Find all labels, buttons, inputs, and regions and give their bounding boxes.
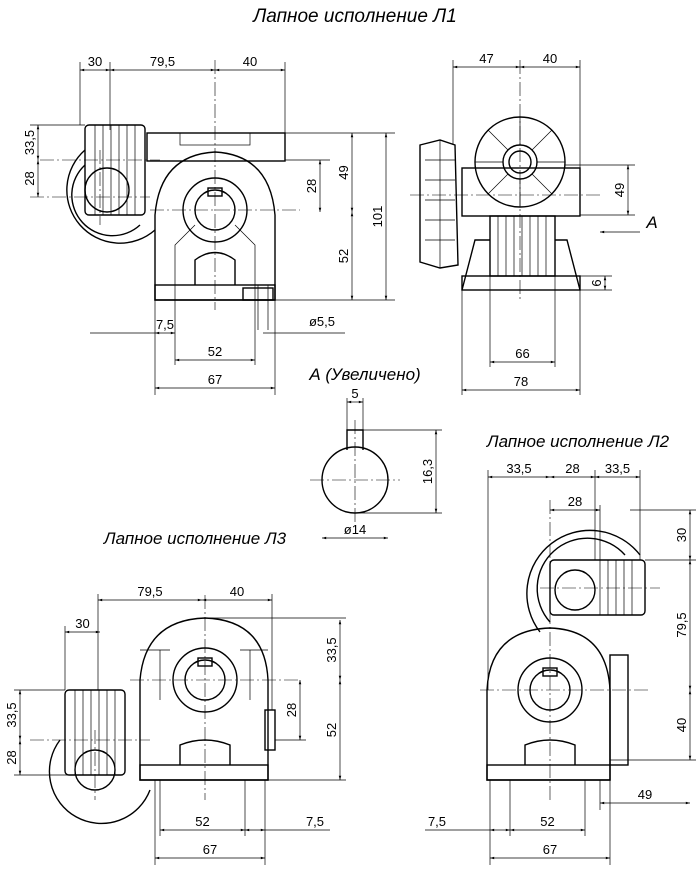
dimension-label-l2-d79_5: 79,5 bbox=[674, 612, 689, 637]
dimension-label-l3-d33_5_right: 33,5 bbox=[324, 637, 339, 662]
dimension-label-l1_front-d52_v: 52 bbox=[336, 249, 351, 263]
dimension-label-l1_side-d49: 49 bbox=[612, 183, 627, 197]
view-arrow-label: А bbox=[645, 213, 657, 232]
dimension-label-l1_side-d40: 40 bbox=[543, 51, 557, 66]
dimension-label-l2-d7_5: 7,5 bbox=[428, 814, 446, 829]
dimension-label-l3-d52_v: 52 bbox=[324, 723, 339, 737]
l1-side-view bbox=[410, 60, 640, 300]
dimension-label-l3-d40: 40 bbox=[230, 584, 244, 599]
dimension-label-l3-d28_right: 28 bbox=[284, 703, 299, 717]
dimension-label-l2-d33_5_a: 33,5 bbox=[506, 461, 531, 476]
dimension-label-l3-d28_left: 28 bbox=[4, 750, 19, 764]
dimension-label-l3-d67: 67 bbox=[203, 842, 217, 857]
dimension-label-l3-d52_h: 52 bbox=[195, 814, 209, 829]
dimension-label-l2-d40: 40 bbox=[674, 718, 689, 732]
title-l2: Лапное исполнение Л2 bbox=[486, 432, 670, 451]
dimension-label-l1_side-d6: 6 bbox=[589, 279, 604, 286]
dimension-label-l1_front-d49: 49 bbox=[336, 165, 351, 179]
dimension-label-detail-d16_3: 16,3 bbox=[420, 459, 435, 484]
dimension-label-l2-d28_top: 28 bbox=[565, 461, 579, 476]
dimension-label-l1_front-d40: 40 bbox=[243, 54, 257, 69]
dimension-label-l1_front-d30: 30 bbox=[88, 54, 102, 69]
title-detail-a: А (Увеличено) bbox=[308, 365, 420, 384]
dimension-label-l3-d30: 30 bbox=[75, 616, 89, 631]
dimension-label-l3-d7_5: 7,5 bbox=[306, 814, 324, 829]
dimension-label-detail-d5: 5 bbox=[351, 386, 358, 401]
title-l3: Лапное исполнение Л3 bbox=[103, 529, 287, 548]
dimension-label-l1_side-d66: 66 bbox=[515, 346, 529, 361]
dimension-label-l1_front-d101: 101 bbox=[370, 206, 385, 228]
dimension-label-l2-d49: 49 bbox=[638, 787, 652, 802]
dimension-label-l2-d28_2: 28 bbox=[568, 494, 582, 509]
dimension-label-l3-d79_5: 79,5 bbox=[137, 584, 162, 599]
dimensions: 30 79,5 40 33,5 28 28 49 52 101 7,5 52 67 ø5,5 47 40 49… bbox=[4, 51, 696, 865]
l2-view bbox=[480, 500, 660, 800]
dimension-label-l1_front-d67: 67 bbox=[208, 372, 222, 387]
dimension-label-l1_front-hole: ø5,5 bbox=[309, 314, 335, 329]
dimension-label-l1_side-d47: 47 bbox=[479, 51, 493, 66]
dimension-label-l2-d33_5_b: 33,5 bbox=[605, 461, 630, 476]
dimension-label-l2-d30: 30 bbox=[674, 528, 689, 542]
detail-a-view bbox=[310, 420, 400, 525]
dimension-label-l1_front-d28_left: 28 bbox=[22, 171, 37, 185]
title-l1: Лапное исполнение Л1 bbox=[251, 6, 457, 27]
l3-view bbox=[30, 595, 300, 825]
dimension-label-l1_front-d52_h: 52 bbox=[208, 344, 222, 359]
dimension-label-l2-d52: 52 bbox=[540, 814, 554, 829]
dimension-label-l1_side-d78: 78 bbox=[514, 374, 528, 389]
dimension-label-l1_front-d7_5: 7,5 bbox=[156, 317, 174, 332]
dimension-label-l1_front-d33_5: 33,5 bbox=[22, 130, 37, 155]
dimension-label-l3-d33_5_left: 33,5 bbox=[4, 702, 19, 727]
l1-front-view bbox=[30, 60, 300, 330]
dimension-label-l2-d67: 67 bbox=[543, 842, 557, 857]
dimension-label-l1_front-d79_5: 79,5 bbox=[150, 54, 175, 69]
dimension-label-detail-d14: ø14 bbox=[344, 522, 366, 537]
dimension-label-l1_front-d28_right: 28 bbox=[304, 179, 319, 193]
